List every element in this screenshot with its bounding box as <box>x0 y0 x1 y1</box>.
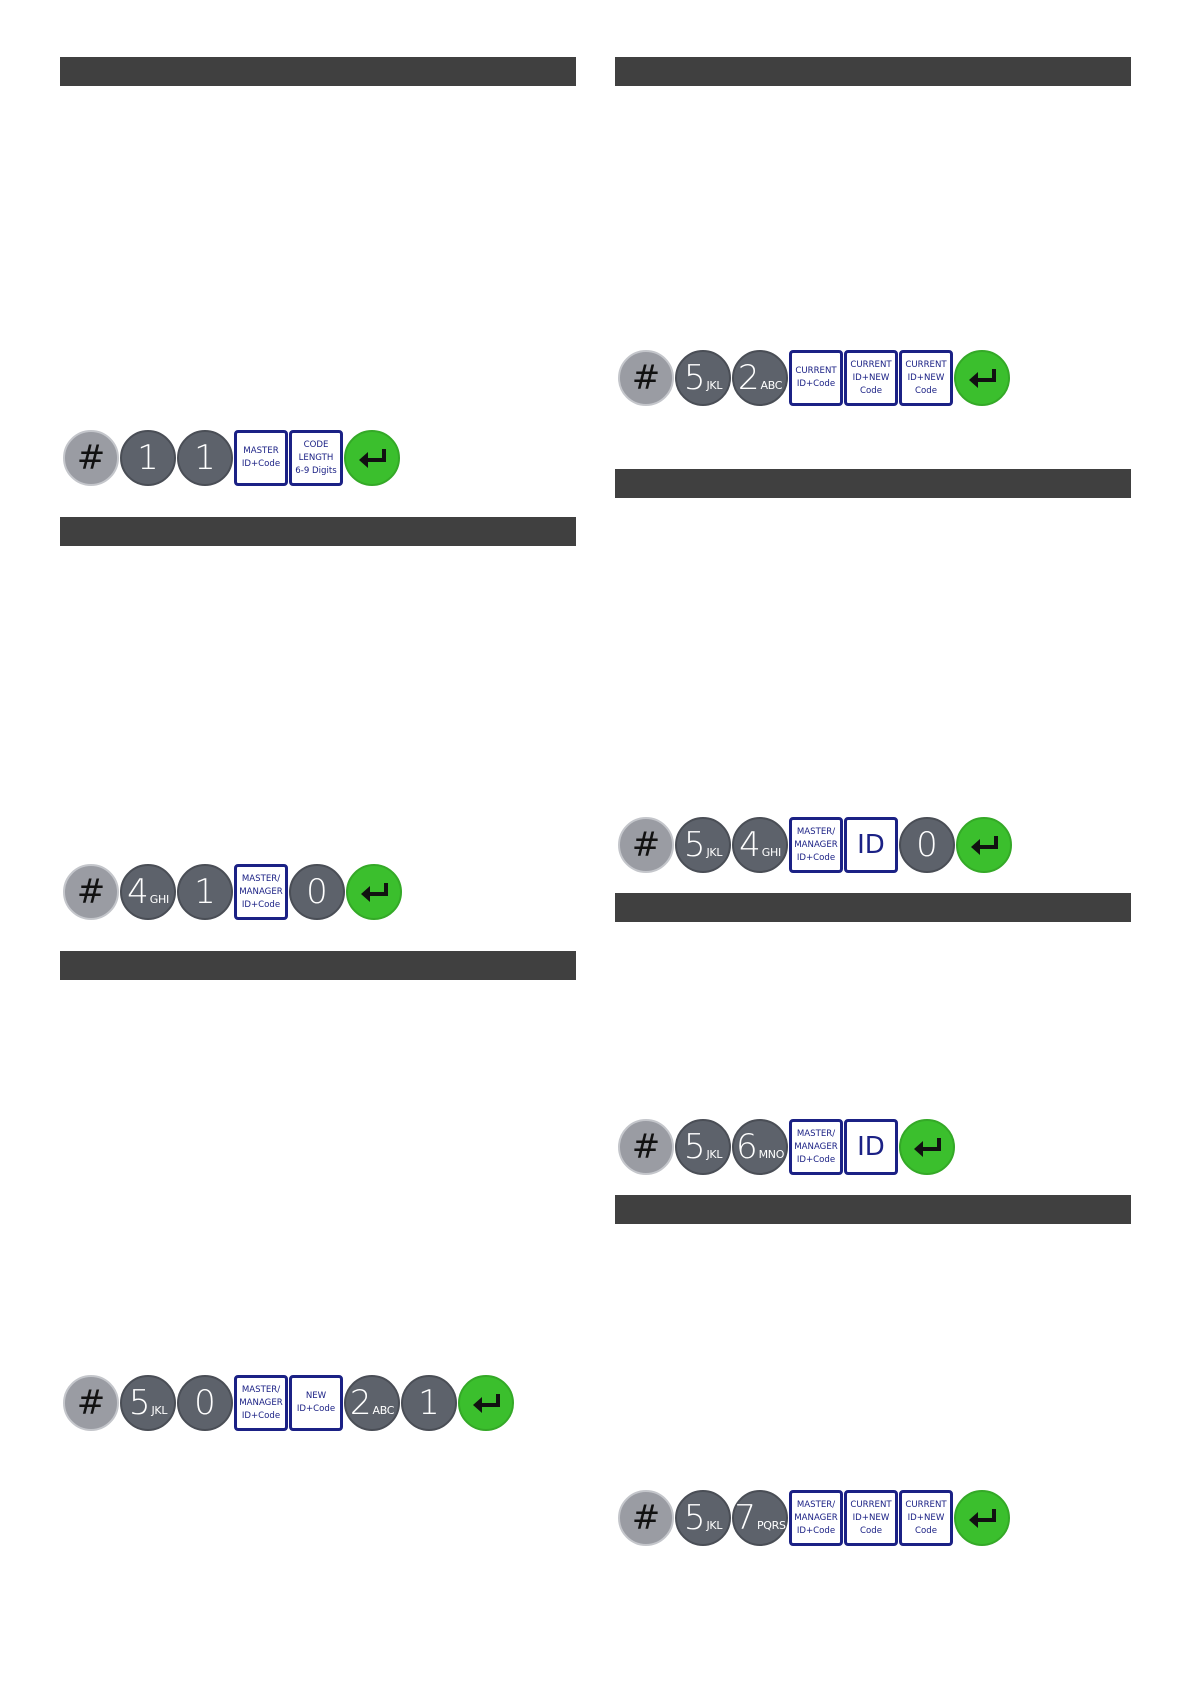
digit-key-1: 1 <box>177 430 233 486</box>
section-header-bar-4 <box>615 57 1131 86</box>
enter-key <box>956 817 1012 873</box>
digit-key-number: 0 <box>916 825 938 865</box>
entry-box: MASTER/ MANAGER ID+Code <box>234 864 288 920</box>
digit-key-number: 5 <box>683 358 706 398</box>
hash-key: # <box>618 350 674 406</box>
digit-key-number: 6 <box>735 1127 758 1167</box>
digit-key-letters: PQRS <box>756 1518 786 1532</box>
digit-key-1: 1 <box>120 430 176 486</box>
digit-key-letters: ABC <box>760 378 783 392</box>
section-header-bar-2 <box>60 517 576 546</box>
section-header-bar-6 <box>615 893 1131 922</box>
entry-box: MASTER/ MANAGER ID+Code <box>789 817 843 873</box>
digit-key-letters: ABC <box>372 1403 395 1417</box>
digit-key-number: 1 <box>137 438 159 478</box>
hash-key: # <box>63 1375 119 1431</box>
enter-arrow-icon <box>969 834 999 856</box>
digit-key-letters: JKL <box>706 378 723 392</box>
section-header-bar-5 <box>615 469 1131 498</box>
entry-box: CURRENT ID+Code <box>789 350 843 406</box>
digit-key-number: 1 <box>194 438 216 478</box>
digit-key-0: 0 <box>177 1375 233 1431</box>
digit-key-number: 0 <box>306 872 328 912</box>
entry-box: CURRENT ID+NEW Code <box>844 350 898 406</box>
enter-key <box>899 1119 955 1175</box>
enter-arrow-icon <box>967 367 997 389</box>
enter-arrow-icon <box>357 447 387 469</box>
id-box: ID <box>844 817 898 873</box>
digit-key-letters: JKL <box>151 1403 168 1417</box>
hash-key: # <box>618 1490 674 1546</box>
digit-key-1: 1 <box>401 1375 457 1431</box>
digit-key-0: 0 <box>289 864 345 920</box>
section-header-bar-1 <box>60 57 576 86</box>
hash-key: # <box>618 817 674 873</box>
entry-box: MASTER ID+Code <box>234 430 288 486</box>
digit-key-number: 4 <box>127 872 149 912</box>
digit-key-number: 1 <box>418 1383 440 1423</box>
enter-arrow-icon <box>967 1507 997 1529</box>
entry-box: CURRENT ID+NEW Code <box>899 1490 953 1546</box>
entry-box: MASTER/ MANAGER ID+Code <box>789 1490 843 1546</box>
digit-key-number: 1 <box>194 872 216 912</box>
entry-box: CODE LENGTH 6-9 Digits <box>289 430 343 486</box>
digit-key-letters: JKL <box>706 1518 723 1532</box>
section-header-bar-3 <box>60 951 576 980</box>
enter-key <box>344 430 400 486</box>
id-box: ID <box>844 1119 898 1175</box>
digit-key-number: 5 <box>683 825 706 865</box>
digit-key-1: 1 <box>177 864 233 920</box>
hash-key: # <box>63 864 119 920</box>
section-header-bar-7 <box>615 1195 1131 1224</box>
entry-box: MASTER/ MANAGER ID+Code <box>789 1119 843 1175</box>
digit-key-number: 5 <box>683 1498 706 1538</box>
digit-key-letters: JKL <box>706 845 723 859</box>
digit-key-letters: MNO <box>758 1147 785 1161</box>
hash-key: # <box>618 1119 674 1175</box>
entry-box: MASTER/ MANAGER ID+Code <box>234 1375 288 1431</box>
enter-key <box>954 1490 1010 1546</box>
hash-key: # <box>63 430 119 486</box>
digit-key-0: 0 <box>899 817 955 873</box>
enter-arrow-icon <box>471 1392 501 1414</box>
digit-key-number: 0 <box>194 1383 216 1423</box>
enter-key <box>954 350 1010 406</box>
digit-key-letters: JKL <box>706 1147 723 1161</box>
digit-key-number: 2 <box>349 1383 372 1423</box>
enter-arrow-icon <box>912 1136 942 1158</box>
digit-key-letters: GHI <box>149 892 169 906</box>
enter-arrow-icon <box>359 881 389 903</box>
enter-key <box>458 1375 514 1431</box>
digit-key-letters: GHI <box>761 845 781 859</box>
digit-key-number: 5 <box>128 1383 151 1423</box>
entry-box: CURRENT ID+NEW Code <box>899 350 953 406</box>
entry-box: CURRENT ID+NEW Code <box>844 1490 898 1546</box>
digit-key-number: 4 <box>739 825 761 865</box>
digit-key-number: 7 <box>734 1498 756 1538</box>
digit-key-number: 2 <box>737 358 760 398</box>
entry-box: NEW ID+Code <box>289 1375 343 1431</box>
digit-key-number: 5 <box>683 1127 706 1167</box>
enter-key <box>346 864 402 920</box>
